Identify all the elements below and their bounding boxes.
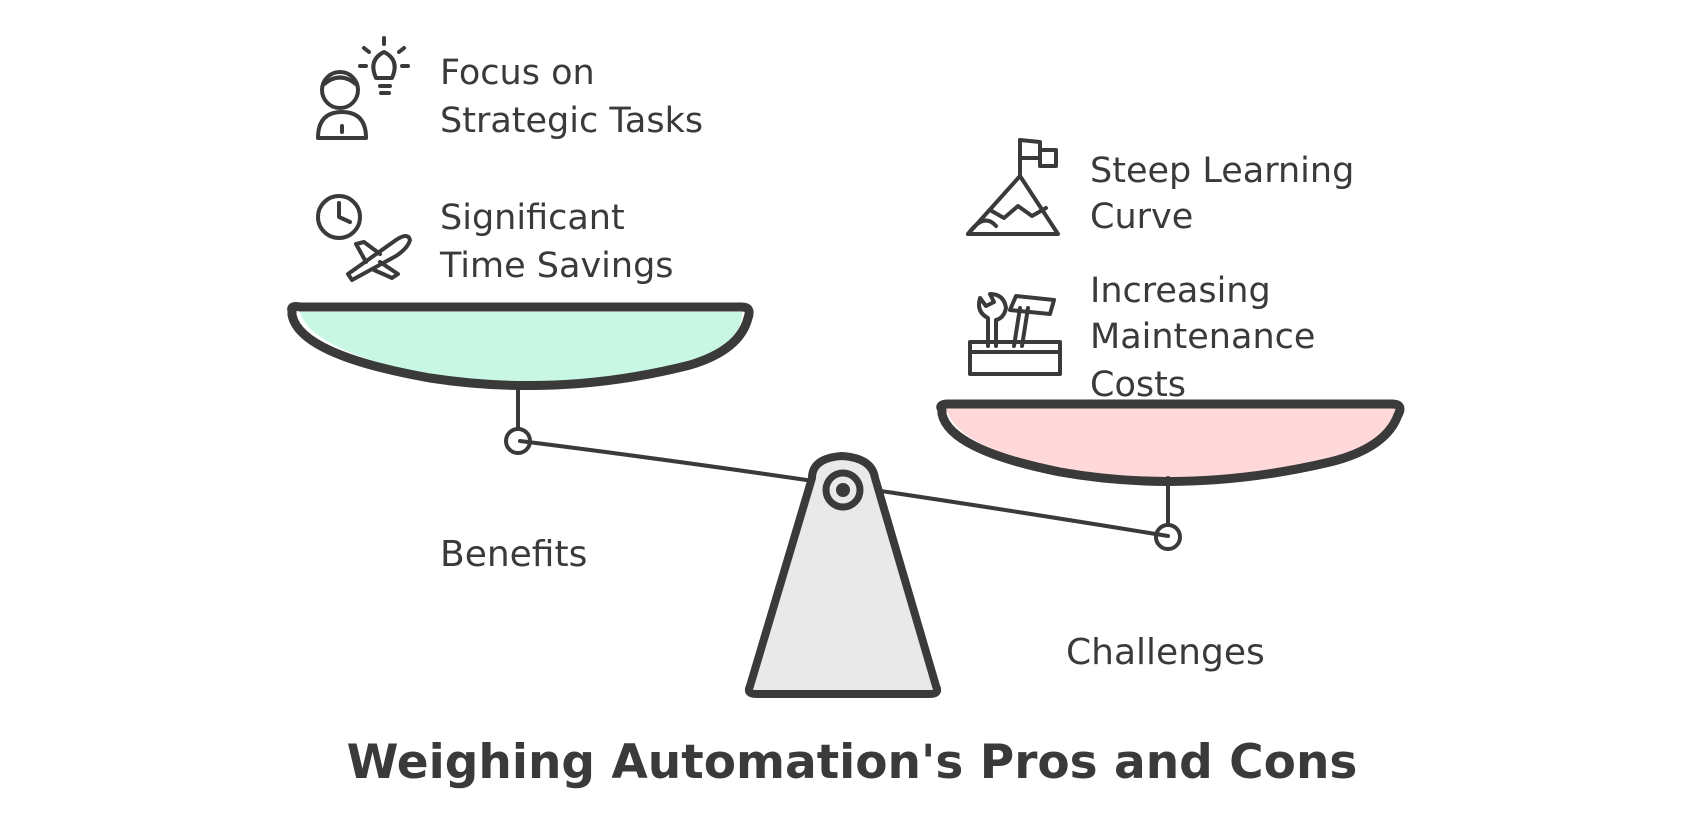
challenge-item-1-line-2: Curve [1090, 197, 1193, 237]
clock-airplane-icon [316, 194, 412, 282]
challenge-item-2-line-1: Increasing [1090, 271, 1271, 311]
benefit-item-2-line-2: Time Savings [439, 246, 674, 286]
challenges-pan-fill [946, 408, 1396, 479]
fulcrum-pivot-inner [836, 483, 850, 497]
scale-fulcrum [744, 452, 942, 698]
challenges-pan [936, 399, 1405, 551]
benefit-item-1-line-2: Strategic Tasks [440, 101, 703, 141]
benefits-label: Benefits [440, 534, 587, 575]
benefits-pan-fill [300, 312, 742, 385]
benefit-item-2-text: Significant Time Savings [439, 198, 674, 286]
challenge-item-2-line-3: Costs [1090, 365, 1186, 405]
challenges-pan-rim [936, 399, 1405, 486]
toolbox-icon [968, 292, 1062, 376]
challenges-pan-pivot [1154, 523, 1182, 551]
diagram-title: Weighing Automation's Pros and Cons [347, 735, 1358, 790]
person-lightbulb-icon [316, 36, 410, 140]
fulcrum-pivot-outer [822, 469, 864, 511]
challenges-label: Challenges [1066, 632, 1265, 673]
benefit-item-1-text: Focus on Strategic Tasks [440, 53, 703, 141]
benefits-pan [287, 302, 754, 455]
benefits-pan-pivot [504, 427, 532, 455]
challenge-item-2-line-2: Maintenance [1090, 317, 1315, 357]
challenge-item-1-line-1: Steep Learning [1090, 151, 1354, 191]
benefits-pan-rim [287, 302, 754, 391]
mountain-flag-icon [966, 138, 1060, 236]
challenge-item-1-text: Steep Learning Curve [1090, 151, 1365, 237]
benefit-item-1-line-1: Focus on [440, 53, 595, 93]
fulcrum-body [744, 452, 942, 698]
benefit-item-2-line-1: Significant [440, 198, 625, 238]
challenge-item-2-text: Increasing Maintenance Costs [1090, 271, 1327, 405]
